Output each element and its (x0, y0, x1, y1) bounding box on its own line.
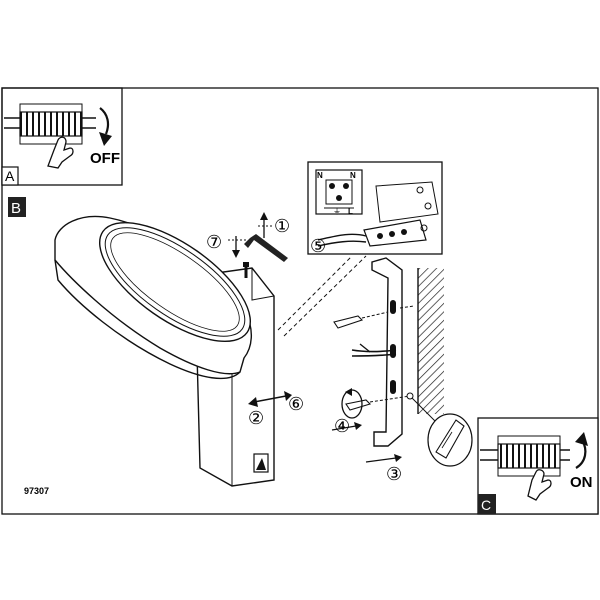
panel-c: ON C (477, 417, 599, 515)
step-2-label: ② (248, 408, 264, 429)
panel-c-badge (478, 494, 496, 514)
panel-a-badge (1, 166, 19, 186)
hand-icon (527, 469, 552, 501)
step-6-label: ⑥ (288, 394, 304, 415)
model-number: 97307 (24, 486, 49, 496)
step-4-label: ④ (334, 416, 350, 437)
wall-plug-detail (411, 397, 473, 467)
lamp-ring-head (54, 215, 252, 380)
step-5-label: ⑤ (310, 236, 326, 257)
wall (417, 268, 444, 414)
connector-ground: ⏚ (333, 207, 341, 216)
panel-a: OFF A (1, 87, 123, 186)
arrow-right-icon (331, 422, 362, 431)
connector-n-left: N (317, 171, 323, 180)
panel-b-badge (8, 197, 26, 217)
step-3-label: ③ (386, 464, 402, 485)
wiring-detail: N N ⏚ L ⑤ (307, 161, 443, 257)
outer-frame (1, 87, 599, 515)
hand-icon (47, 136, 74, 169)
arrow-up-icon (575, 432, 588, 469)
screw-icon (345, 392, 414, 411)
wall-plug-icon (435, 419, 465, 459)
terminal-block-on (480, 435, 570, 477)
connector-terminal (315, 169, 363, 215)
connector-l: L (348, 207, 353, 216)
double-arrow-icon (248, 391, 292, 407)
step-1-label: ① (274, 216, 290, 237)
cable-wires (351, 343, 397, 357)
wall-screw-icon (333, 305, 415, 329)
panel-a-letter: A (5, 168, 15, 184)
step-7-label: ⑦ (206, 232, 222, 253)
panel-a-frame (1, 87, 123, 186)
panel-b-letter: B (11, 200, 21, 217)
allen-key-icon (244, 234, 288, 262)
mounting-bracket (371, 257, 403, 447)
rotate-arrow-icon (341, 388, 363, 419)
terminal-block-off (4, 103, 96, 145)
detail-connector (277, 255, 367, 337)
screw-icon (243, 262, 249, 278)
arrow-down-icon (99, 107, 112, 146)
panel-c-letter: C (481, 497, 491, 513)
arrow-up-icon (258, 212, 272, 238)
junction-box (317, 181, 439, 247)
arrow-right-icon (365, 454, 402, 463)
arrow-down-icon (228, 236, 246, 258)
on-label: ON (570, 474, 593, 491)
off-label: OFF (90, 150, 120, 167)
connector-n-right: N (350, 171, 356, 180)
lamp-fixture (54, 215, 275, 487)
